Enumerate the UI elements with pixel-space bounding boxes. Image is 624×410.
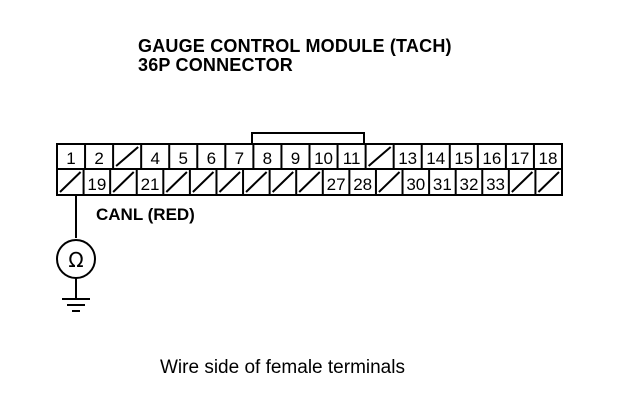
- unused-terminal-slash: [378, 171, 401, 193]
- terminal-32: 32: [460, 175, 479, 194]
- terminal-21: 21: [141, 175, 160, 194]
- terminal-8: 8: [263, 149, 272, 168]
- terminal-33: 33: [486, 175, 505, 194]
- terminal-17: 17: [510, 149, 529, 168]
- terminal-31: 31: [433, 175, 452, 194]
- unused-terminal-slash: [271, 171, 294, 193]
- terminal-9: 9: [291, 149, 300, 168]
- terminal-19: 19: [87, 175, 106, 194]
- unused-terminal-slash: [59, 171, 82, 193]
- terminal-16: 16: [482, 149, 501, 168]
- terminal-28: 28: [353, 175, 372, 194]
- wire-label: CANL (RED): [96, 205, 195, 224]
- terminal-11: 11: [343, 149, 361, 168]
- unused-terminal-slash: [165, 171, 188, 193]
- terminal-27: 27: [327, 175, 346, 194]
- terminal-5: 5: [179, 149, 188, 168]
- terminal-10: 10: [314, 149, 333, 168]
- unused-terminal-slash: [367, 146, 392, 167]
- terminal-7: 7: [235, 149, 244, 168]
- ohm-symbol: Ω: [68, 248, 83, 272]
- unused-terminal-slash: [112, 171, 135, 193]
- ground-icon: [62, 298, 90, 312]
- connector-title: 36P CONNECTOR: [138, 55, 293, 75]
- terminal-1: 1: [66, 149, 75, 168]
- unused-terminal-slash: [298, 171, 321, 193]
- unused-terminal-slash: [115, 146, 139, 167]
- terminal-6: 6: [207, 149, 216, 168]
- terminal-2: 2: [94, 149, 103, 168]
- page-title: GAUGE CONTROL MODULE (TACH): [138, 36, 452, 56]
- unused-terminal-slash: [511, 171, 534, 193]
- unused-terminal-slash: [537, 171, 560, 193]
- unused-terminal-slash: [192, 171, 215, 193]
- terminal-30: 30: [406, 175, 425, 194]
- unused-terminal-slash: [218, 171, 241, 193]
- caption: Wire side of female terminals: [160, 357, 405, 378]
- locking-tab: [251, 132, 365, 144]
- terminal-18: 18: [539, 149, 558, 168]
- terminal-15: 15: [454, 149, 473, 168]
- terminal-4: 4: [150, 149, 159, 168]
- test-wire: [56, 195, 96, 312]
- terminal-13: 13: [398, 149, 417, 168]
- terminal-14: 14: [426, 149, 445, 168]
- unused-terminal-slash: [245, 171, 268, 193]
